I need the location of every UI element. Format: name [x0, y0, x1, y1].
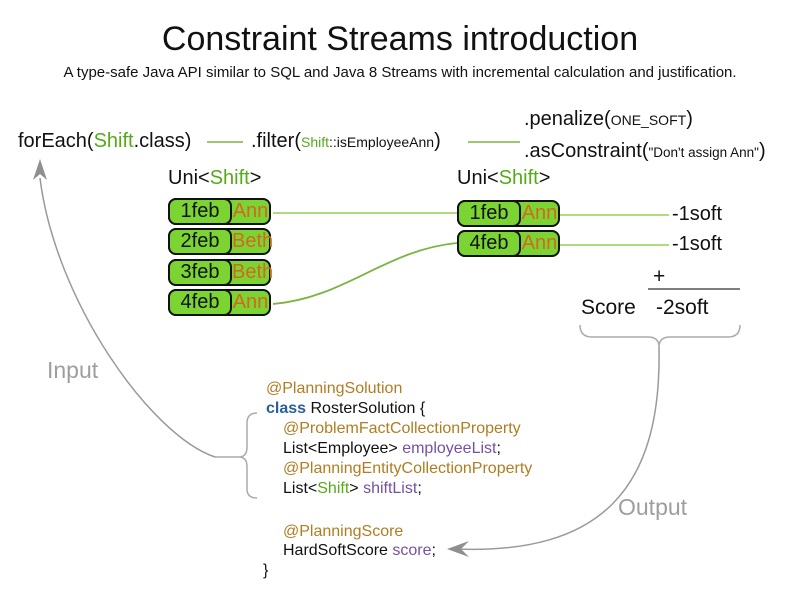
score-var: score [392, 542, 432, 559]
code-line-class-decl: class RosterSolution { [266, 400, 425, 417]
left-stream-label: Uni<Shift> [168, 167, 261, 190]
asconstraint-pre: .asConstraint( [524, 140, 649, 162]
right-stream-label: Uni<Shift> [457, 167, 550, 190]
employee-cell: Beth [232, 261, 274, 283]
date-cell: 2feb [168, 228, 232, 255]
employee-cell: Ann [232, 200, 269, 222]
shift-row: Ann 1feb [168, 198, 271, 225]
asconstraint-arg: "Don't assign Ann" [648, 145, 759, 160]
uni-pre: Uni< [168, 167, 210, 189]
shift-row: Beth 3feb [168, 259, 274, 286]
code-line-employee-list: List<Employee> employeeList; [283, 440, 501, 457]
filter-method: ::isEmployeeAnn [329, 134, 435, 150]
semicolon: ; [496, 440, 501, 457]
page-subtitle: A type-safe Java API similar to SQL and … [63, 64, 737, 81]
row-4feb-connector [272, 242, 458, 305]
page-title: Constraint Streams introduction [161, 20, 639, 58]
penalize-arg: ONE_SOFT [610, 112, 687, 128]
penalty-label: -1soft [672, 203, 723, 225]
filter-type: Shift [301, 134, 330, 150]
under-brace [579, 324, 741, 348]
employee-cell: Ann [232, 291, 269, 313]
penalize-pre: .penalize( [524, 108, 611, 130]
date-cell: 4feb [168, 289, 232, 316]
output-label: Output [618, 494, 688, 520]
date-cell: 1feb [457, 200, 521, 227]
uni-post: > [538, 167, 551, 189]
code-line-shift-list: List<Shift> shiftList; [283, 480, 422, 497]
shift-row: Ann 1feb [457, 200, 560, 227]
employee-cell: Beth [232, 230, 274, 252]
class-name: RosterSolution { [306, 400, 426, 417]
score-label: Score [581, 296, 636, 319]
code-line-problem-fact-annotation: @ProblemFactCollectionProperty [283, 420, 521, 437]
shift-list-pre: List< [283, 480, 318, 497]
filter-pre: .filter( [251, 130, 301, 152]
penalize-close: ) [686, 108, 693, 130]
employee-list-type: List<Employee> [283, 440, 403, 457]
input-arrowhead-icon [33, 159, 47, 180]
asconstraint-close: ) [758, 140, 766, 162]
score-type: HardSoftScore [283, 542, 393, 559]
code-line-closing-brace: } [263, 562, 269, 579]
date-cell: 4feb [457, 230, 521, 257]
foreach-call: forEach(Shift.class) [18, 130, 191, 153]
input-label: Input [47, 357, 99, 383]
semicolon: ; [417, 480, 422, 497]
shift-list-type: Shift [317, 480, 350, 497]
penalize-call: .penalize(ONE_SOFT) [524, 108, 693, 131]
score-value: -2soft [656, 296, 709, 319]
asconstraint-call: .asConstraint("Don't assign Ann") [524, 140, 766, 163]
shift-row: Beth 2feb [168, 228, 274, 255]
shift-row: Ann 4feb [457, 230, 560, 257]
uni-type: Shift [498, 167, 539, 189]
class-keyword: class [266, 400, 307, 417]
output-arrowhead-icon [447, 541, 469, 557]
plus-sign: + [653, 265, 666, 288]
code-line-planning-entity-annotation: @PlanningEntityCollectionProperty [283, 460, 533, 477]
filter-close: ) [434, 130, 441, 152]
shift-list-var: shiftList [363, 480, 418, 497]
employee-cell: Ann [521, 202, 558, 224]
code-line-planning-score-annotation: @PlanningScore [283, 523, 404, 540]
foreach-post: .class) [133, 130, 192, 152]
date-cell: 1feb [168, 198, 232, 225]
foreach-pre: forEach( [18, 130, 94, 152]
foreach-type: Shift [93, 130, 134, 152]
shift-row: Ann 4feb [168, 289, 271, 316]
employee-list-var: employeeList [402, 440, 497, 457]
employee-cell: Ann [521, 232, 558, 254]
left-brace [215, 412, 258, 499]
code-line-planning-solution: @PlanningSolution [266, 380, 403, 397]
uni-type: Shift [209, 167, 250, 189]
shift-list-mid: > [349, 480, 364, 497]
filter-call: .filter(Shift::isEmployeeAnn) [251, 130, 441, 153]
penalty-label: -1soft [672, 233, 723, 255]
date-cell: 3feb [168, 259, 232, 286]
uni-post: > [249, 167, 262, 189]
uni-pre: Uni< [457, 167, 499, 189]
code-line-score-field: HardSoftScore score; [283, 542, 436, 559]
semicolon: ; [431, 542, 436, 559]
